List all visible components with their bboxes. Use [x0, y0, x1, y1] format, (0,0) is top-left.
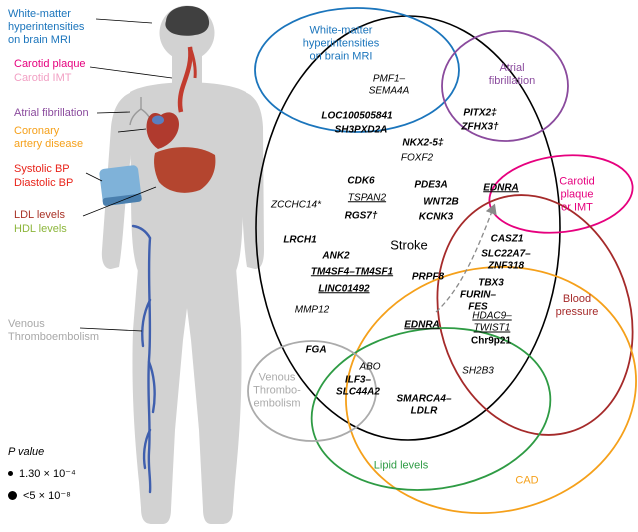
gene-zfhx3: ZFHX3† [461, 121, 499, 133]
label-systolic-bp: Systolic BP [14, 163, 70, 175]
gene-zcchc14: ZCCHC14* [270, 199, 322, 211]
gene-slc22a7-znf318: SLC22A7– ZNF318 [481, 248, 531, 272]
label-wmh: White-matter hyperintensities on brain M… [8, 8, 85, 46]
gene-furin-fes: FURIN– FES [459, 289, 497, 313]
label-connector-lines [79, 18, 173, 332]
legend-title: P value [8, 446, 45, 458]
gene-pitx2: PITX2‡ [463, 107, 497, 119]
venn-label-bp: Blood pressure [555, 293, 599, 318]
venn-label-cad: CAD [515, 474, 539, 487]
carotid-artery-branch-icon [188, 46, 197, 79]
gene-casz1: CASZ1 [490, 233, 524, 245]
venn-label-wmh: White-matter hyperintensities on brain M… [302, 24, 380, 63]
gene-prpf8: PRPF8 [411, 271, 445, 283]
venn-ellipse-vte [247, 340, 377, 442]
gene-sh3pxd2a: SH3PXD2A [334, 124, 388, 136]
gene-foxf2: FOXF2 [400, 152, 434, 164]
gene-ednra-bottom: EDNRA [404, 319, 440, 331]
gene-cdk6: CDK6 [347, 175, 375, 187]
label-atrial-fibrillation: Atrial fibrillation [14, 107, 89, 119]
gene-sh2b3: SH2B3 [462, 365, 494, 377]
gene-kcnk3: KCNK3 [418, 211, 454, 223]
label-carotid-plaque: Carotid plaque [14, 58, 86, 70]
gene-rgs7: RGS7† [344, 210, 378, 222]
gene-chr9p21: Chr9p21 [470, 335, 512, 347]
venn-label-carotid: Carotid plaque or IMT [559, 175, 595, 214]
carotid-artery-icon [177, 46, 193, 113]
heart-atrium-icon [152, 115, 164, 125]
gene-smarca4-ldlr: SMARCA4– LDLR [396, 393, 452, 417]
label-carotid-imt: Carotid IMT [14, 72, 72, 84]
gene-ilf3-slc44a2: ILF3– SLC44A2 [336, 374, 380, 398]
venn-label-lipid: Lipid levels [373, 459, 429, 472]
legend-item-label: 1.30 × 10⁻⁴ [19, 468, 76, 480]
gene-tspan2: TSPAN2 [347, 192, 387, 204]
gene-ank2: ANK2 [322, 250, 350, 262]
human-body-figure [79, 5, 264, 524]
gene-tm4sf4-tm4sf1: TM4SF4–TM4SF1 [310, 266, 394, 278]
venn-label-stroke: Stroke [390, 237, 428, 253]
legend-item-genomewide: <5 × 10⁻⁸ [8, 489, 76, 502]
venn-ellipse-lipid [310, 327, 552, 491]
gene-tbx3: TBX3 [478, 277, 504, 289]
liver-icon [154, 147, 216, 193]
label-ldl-levels: LDL levels [14, 209, 65, 221]
ednra-dashed-arrow [435, 203, 497, 313]
legend-item-label: <5 × 10⁻⁸ [23, 490, 71, 502]
gene-loc100505841: LOC100505841 [321, 110, 393, 122]
gene-pmf1-sema4a: PMF1– SEMA4A [368, 73, 410, 97]
gene-mmp12: MMP12 [294, 304, 330, 316]
p-value-legend: P value 1.30 × 10⁻⁴ <5 × 10⁻⁸ [8, 446, 76, 502]
gene-fga: FGA [305, 344, 327, 356]
gene-abo: ABO [359, 361, 381, 373]
large-dot-icon [8, 491, 17, 500]
leg-veins-icon [131, 224, 156, 494]
venn-label-af: Atrial fibrillation [488, 62, 536, 87]
gene-linc01492: LINC01492 [318, 283, 370, 295]
gene-hdac9-twist1: HDAC9– TWIST1 [472, 310, 512, 334]
gene-nkx2-5: NKX2-5‡ [402, 137, 444, 149]
brain-icon [165, 6, 210, 36]
label-hdl-levels: HDL levels [14, 223, 67, 235]
venn-ellipse-af [441, 30, 569, 142]
venn-ellipse-bp [436, 194, 634, 436]
gene-pde3a: PDE3A [414, 179, 448, 191]
small-dot-icon [8, 471, 13, 476]
label-diastolic-bp: Diastolic BP [14, 177, 74, 189]
venn-label-vte: Venous Thrombo- embolism [253, 371, 301, 410]
venn-ellipse-wmh [254, 7, 460, 133]
gene-ednra-top: EDNRA [483, 182, 519, 194]
label-coronary-artery-disease: Coronary artery disease [14, 125, 84, 150]
gene-wnt2b: WNT2B [423, 196, 459, 208]
gene-lrch1: LRCH1 [283, 234, 317, 246]
legend-item-suggestive: 1.30 × 10⁻⁴ [8, 467, 76, 480]
label-venous-thromboembolism: Venous Thromboembolism [8, 318, 100, 343]
